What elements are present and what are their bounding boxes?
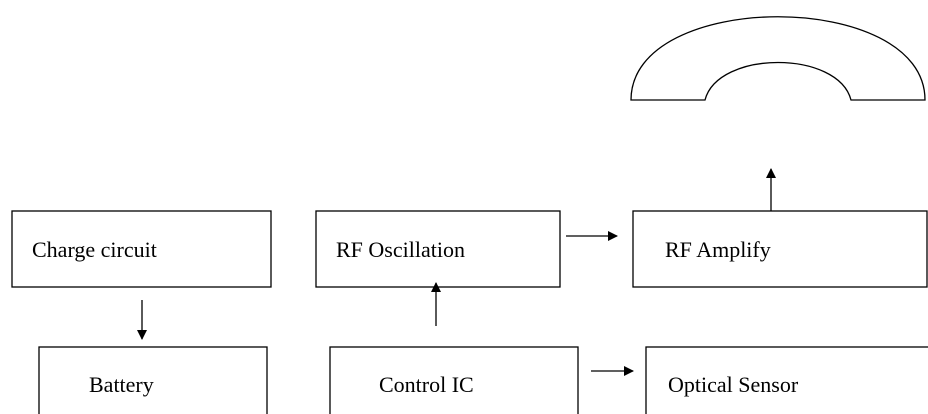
rf-amplify-block: RF Amplify xyxy=(632,210,928,288)
charge-circuit-label: Charge circuit xyxy=(32,237,157,262)
control-ic-block: Control IC xyxy=(329,346,579,414)
rf-amplify-label: RF Amplify xyxy=(665,237,771,262)
control-ic-label: Control IC xyxy=(379,372,474,397)
optical-sensor-label: Optical Sensor xyxy=(668,372,799,397)
rf-oscillation-block: RF Oscillation xyxy=(315,210,561,288)
battery-block: Battery xyxy=(38,346,268,414)
charge-circuit-block: Charge circuit xyxy=(11,210,272,288)
antenna-arch-icon xyxy=(630,16,926,101)
optical-sensor-block: Optical Sensor xyxy=(645,346,928,414)
rf-oscillation-label: RF Oscillation xyxy=(336,237,465,262)
battery-label: Battery xyxy=(89,372,154,397)
